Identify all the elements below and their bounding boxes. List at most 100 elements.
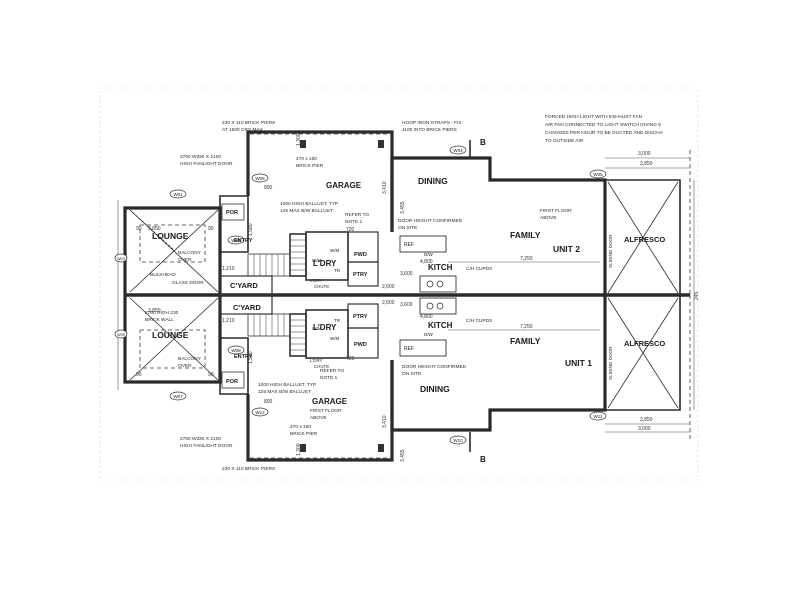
section-mark-b-bot: B [480,455,486,464]
svg-text:W06: W06 [255,176,265,181]
ldry-bot-box [305,309,349,359]
note-ballust-bot-1: 1000 HIGH BALLUST. TYP. [258,382,317,388]
svg-text:W02: W02 [231,238,241,243]
dim-1210-top: 1,210 [222,266,235,272]
svg-text:W11: W11 [594,414,603,419]
fixture-wm2-bot: W/M [312,326,321,331]
alfresco-bot-diag-2 [607,297,679,409]
svg-text:W03: W03 [117,256,126,261]
svg-text:W09: W09 [117,332,126,337]
dim-2850-top: 2,850 [640,161,653,167]
note-crs-max-top: AT 1500 CRS MAX [222,127,264,133]
balcony-bot-line [139,329,206,369]
dim-800-top: 800 [264,185,273,191]
note-balcony-top-1: BALCONY [178,250,202,256]
room-entry-top: ENTRY [234,238,253,244]
garage-top-pier-1 [300,140,306,148]
dim-3410-bot: 3,410 [382,415,388,428]
dim-1300-bot: 1,300 [296,443,302,456]
note-brick-wall-2: BRICK WALL [145,317,174,323]
room-kitch-bot: KITCH [428,321,453,330]
svg-text:W01: W01 [173,192,183,197]
note-brick-piers-bot: 230 X 110 BRICK PIERS [222,466,275,472]
note-first-floor-top-1: FIRST FLOOR [540,208,572,214]
room-garage-bot: GARAGE [312,397,348,406]
note-ldry-chute-top-1: L'DRY [310,278,323,283]
note-hoop-iron-2: 1100 INTO BRICK PIERS [402,127,457,133]
svg-text:W10: W10 [453,438,463,443]
svg-text:W04: W04 [453,148,463,153]
dim-90-a: 90 [136,226,142,232]
cyard-bot-box [219,294,273,315]
window-tag-w09: W09 [114,329,128,339]
fixture-tr-bot: TR [334,318,341,323]
room-cyard-top: C'YARD [230,281,258,290]
room-pwd-top: PWD [354,252,367,258]
por-top-box [221,203,245,221]
hob-bot-2 [436,302,444,310]
ptry-bot-box [347,303,379,329]
fixture-dw-top: D/W [424,252,434,257]
window-tag-w11: W11 [589,411,607,421]
dim-3410-top: 3,410 [382,181,388,194]
note-refer-bot-1: REFER TO [320,368,344,374]
room-garage-top: GARAGE [326,181,362,190]
dim-90-d: 90 [208,372,214,378]
note-balcony-bot-2: OVER [178,363,192,369]
dim-90-c: 90 [136,372,142,378]
svg-text:W08: W08 [231,348,241,353]
dim-3000-top: 3,000 [638,151,651,157]
window-tag-w07: W07 [169,391,187,401]
room-pwd-bot: PWD [354,342,367,348]
note-bulkhead: BULKHEAD [150,272,176,278]
dim-3850-top: 3,850 [148,226,161,232]
fixture-ref-bot: REF [404,346,414,352]
kitchen-bot-bench [399,339,447,357]
dim-3000-bot: 3,000 [638,426,651,432]
note-refer-top-1: REFER TO [345,212,369,218]
room-cyard-bot: C'YARD [233,303,261,312]
note-fanlight-bot-2: HIGH FANLIGHT DOOR [180,443,233,449]
note-ldry-chute-bot-1: L'DRY [310,358,323,363]
kitchen-bot-island [419,297,457,315]
window-tag-w12: W12 [251,407,269,417]
dim-7250-bot: 7,250 [520,324,533,330]
fixture-wm-top: W/M [330,248,339,253]
garage-bot-pier-2 [378,444,384,452]
kitchen-top-bench [399,235,447,253]
window-tag-w04: W04 [449,145,467,155]
dim-2850-bot: 2,850 [640,417,653,423]
room-kitch-top: KITCH [428,263,453,272]
lounge-top-diag-2 [129,209,219,293]
window-tag-w01: W01 [169,189,187,199]
lounge-bot-diag-2 [129,297,219,381]
stair-top [247,233,307,277]
note-first-floor-top-2: ABOVE [540,215,557,221]
note-brick-piers-top: 230 X 110 BRICK PIERS [222,120,275,126]
note-door-height-top-2: ON SITE [398,225,417,231]
note-fanlight-top-1: 2700 WIDE X 2100 [180,154,221,160]
room-entry-bot: ENTRY [234,354,253,360]
note-balcony-top-2: OVER [178,257,192,263]
ldry-top-box [305,231,349,281]
alfresco-top-walls [605,179,681,295]
fixture-ref-top: REF [404,242,414,248]
note-ldry-chute-bot-2: CHUTE [314,364,329,369]
hob-top-1 [426,280,434,288]
window-tag-w02: W02 [227,235,245,245]
fixture-tr-top: TR [334,268,341,273]
note-refer-top-2: NOTE 1 [345,219,363,225]
dim-1210-bot: 1,210 [222,318,235,324]
room-por-top: POR [226,210,238,216]
dim-3455-top: 3,455 [400,201,406,214]
svg-text:W07: W07 [173,394,183,399]
window-tag-w03: W03 [114,253,128,263]
alfresco-top-diag-2 [607,181,679,294]
note-fanlight-bot-1: 2700 WIDE X 2100 [180,436,221,442]
note-ballust-top-1: 1000 HIGH BALLUST. TYP. [280,201,339,207]
room-alfresco-bot: ALFRESCO [624,339,665,348]
note-hoop-iron-1: HOOP IRON STRAPS - FIX [402,120,462,126]
dim-2600-top: 2,600 [382,284,395,290]
balcony-top-line [139,224,206,263]
dim-2600-bot: 2,600 [382,300,395,306]
